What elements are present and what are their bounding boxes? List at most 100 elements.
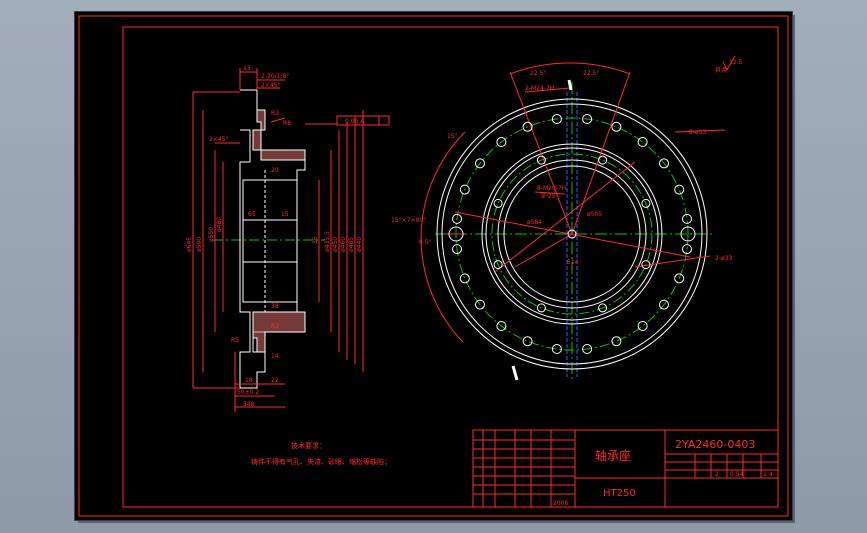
dim-d-584: ø584 — [527, 219, 542, 226]
outer-bolt-hole — [496, 321, 507, 331]
section-hatch-top — [252, 109, 306, 161]
outer-bolt-hole — [452, 213, 462, 224]
dowel-hole — [680, 226, 696, 242]
dim-angle-a: 22.5° — [530, 70, 546, 77]
outer-bolt-hole — [659, 299, 669, 310]
dim-d-450: ø450 — [332, 237, 339, 252]
title-block-text: 轴承座 HT250 2YA2460-0403 2 0.54 1:4 2006 — [553, 438, 773, 507]
scale: 1:4 — [763, 471, 773, 478]
dim-holes-top: 2-M24-7H — [525, 85, 554, 92]
dowel-hole — [448, 226, 464, 242]
outer-bolt-hole — [674, 184, 685, 195]
drawing-number: 2YA2460-0403 — [675, 438, 755, 451]
outer-bolt-hole — [682, 213, 692, 224]
inner-tapped-hole — [641, 198, 651, 208]
notes-line-1: 铸件不得有气孔、夹渣、砂眼、缩松等缺陷； — [251, 457, 391, 466]
outer-bolt-hole — [659, 158, 669, 169]
roughness-symbol — [722, 55, 736, 72]
outer-bolt-hole — [582, 344, 593, 354]
section-view — [192, 68, 390, 412]
bolt-hole-pattern — [448, 114, 696, 354]
roughness-label: 其余 — [715, 66, 727, 74]
outer-bolt-hole — [522, 336, 533, 347]
dim-angle-b: 22.5° — [583, 70, 599, 77]
outer-bolt-hole — [459, 184, 470, 195]
outer-bolt-hole — [674, 273, 685, 284]
dim-d-435: ø435.5 — [324, 231, 331, 252]
dim-angle-small: 6.5° — [419, 239, 432, 246]
dim-d-36: 36 — [312, 236, 319, 244]
dim-top-width: 13 — [243, 65, 251, 72]
dim-holes-right2: 2-ø33 — [715, 255, 732, 262]
outer-bolt-hole — [637, 321, 648, 331]
section-hatch-bottom — [252, 311, 306, 353]
material: HT250 — [603, 488, 636, 499]
outer-bolt-hole — [637, 137, 648, 147]
dim-r4: R5 — [231, 337, 239, 344]
dim-holes-inner: 8-M20-7H — [537, 185, 566, 192]
drawing-canvas: 13 2-20/1/8° 2×45° R3 R8 2×45° 0.06 A 20… — [78, 15, 789, 517]
drawing-sheet: 13 2-20/1/8° 2×45° R3 R8 2×45° 0.06 A 20… — [75, 12, 792, 520]
inner-tapped-hole — [598, 155, 608, 165]
title-block — [472, 429, 779, 508]
outer-bolt-hole — [611, 336, 622, 347]
dim-chamfer-small: 2×45° — [261, 82, 280, 89]
dim-d-5: 22 — [271, 377, 279, 384]
dim-d-460: ø460 — [340, 237, 347, 252]
dim-d-480: ø480 — [216, 217, 223, 232]
inner-tapped-hole — [493, 260, 503, 270]
outer-bolt-hole — [475, 158, 485, 169]
dim-d-3: 14 — [271, 353, 279, 360]
outer-bolt-hole — [496, 137, 507, 147]
dim-d-505: ø505 — [587, 211, 602, 218]
roughness-value: 12.5 — [729, 59, 743, 66]
outer-bolt-hole — [582, 114, 593, 124]
outer-bolt-hole — [551, 114, 562, 124]
dim-r3: R3 — [271, 323, 279, 330]
dim-holes-right: 8-ø33 — [689, 129, 706, 136]
outer-bolt-hole — [551, 344, 562, 354]
plan-view — [420, 62, 726, 382]
dim-d-550: ø550 — [208, 227, 215, 242]
dim-small-65: 65 — [248, 211, 256, 218]
dim-d-4: 18 — [245, 377, 253, 384]
inner-tapped-hole — [493, 198, 503, 208]
inner-tapped-hole — [598, 303, 608, 313]
inner-tapped-hole — [536, 303, 546, 313]
dim-d-440: ø440 — [356, 237, 363, 252]
tolerance-frame: 0.06 A — [345, 118, 365, 125]
quantity: 2 — [715, 471, 719, 478]
dim-d-outer: ø645 — [186, 237, 193, 252]
dim-d-1: 20 — [271, 167, 279, 174]
part-name: 轴承座 — [595, 448, 631, 463]
inner-tapped-hole — [536, 155, 546, 165]
dim-holes-inner-depth: 深 25 — [540, 192, 556, 200]
dim-chamfer-top: 2-20/1/8° — [261, 73, 289, 80]
plan-view-labels: 22.5° 22.5° 2-M24-7H 8-ø33 8-M20-7H 深 25… — [391, 59, 743, 266]
outer-border — [78, 15, 789, 517]
dim-r1: R3 — [271, 110, 279, 117]
dim-small-15: 15 — [281, 211, 289, 218]
dim-d-514: 514 — [567, 259, 579, 266]
dim-chamfer-left: 2×45° — [209, 136, 228, 143]
outer-bolt-hole — [459, 273, 470, 284]
section-view-labels: 13 2-20/1/8° 2×45° R3 R8 2×45° 0.06 A 20… — [186, 65, 365, 408]
dim-bottom-50: 50±0.2 — [237, 389, 259, 396]
dim-bottom-348: 348 — [243, 401, 255, 408]
outer-bolt-hole — [452, 244, 462, 255]
outer-bolt-hole — [611, 121, 622, 132]
outer-bolt-hole — [682, 244, 692, 255]
cell-code: 2006 — [553, 500, 568, 507]
inner-border — [122, 26, 779, 508]
weight: 0.54 — [730, 471, 744, 478]
dim-d-2: 38 — [271, 303, 279, 310]
dim-angle-left2: 15°×7=90° — [391, 217, 426, 224]
outer-bolt-hole — [522, 121, 533, 132]
notes-heading: 技术要求： — [291, 441, 326, 450]
technical-notes: 技术要求： 铸件不得有气孔、夹渣、砂眼、缩松等缺陷； — [251, 441, 391, 466]
dim-r2: R8 — [283, 120, 291, 127]
dim-angle-left: 15° — [447, 133, 458, 140]
dim-d-485: ø485 — [348, 237, 355, 252]
dim-d-590: ø590 — [196, 237, 203, 252]
